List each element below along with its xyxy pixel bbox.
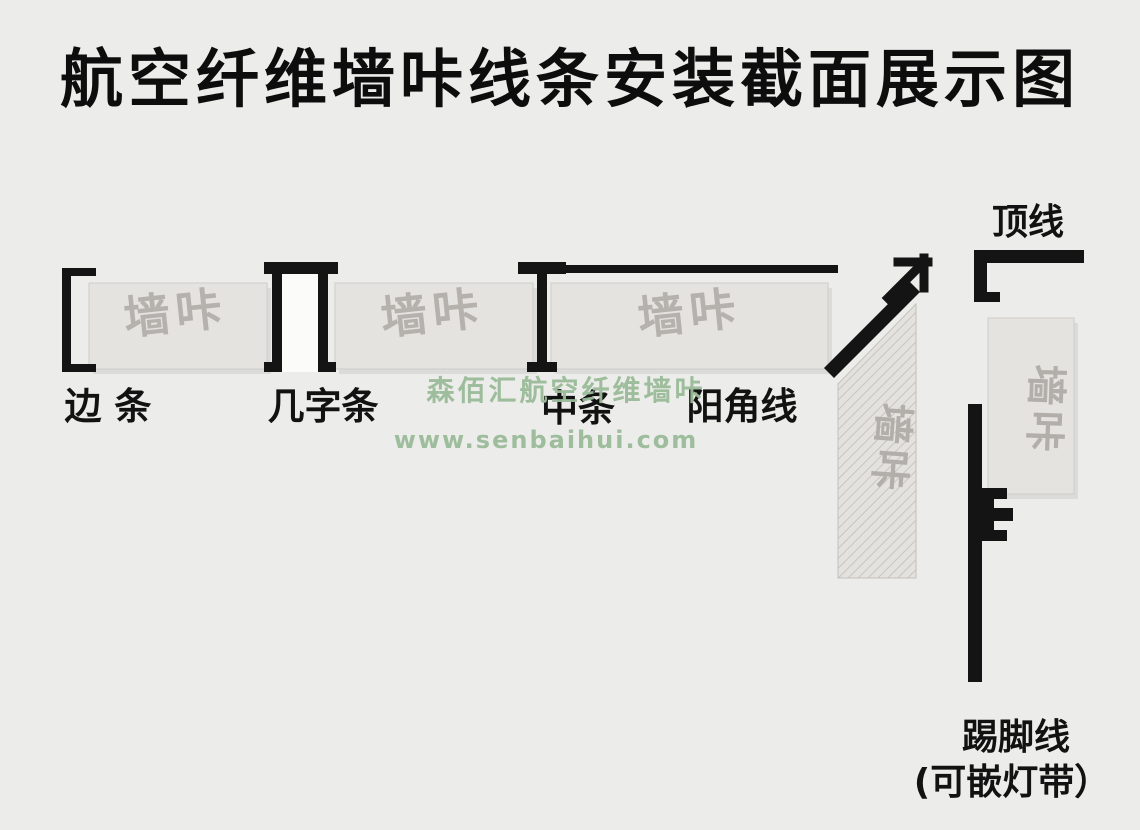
wall-top-line xyxy=(551,265,838,273)
watermark-brand-text: 森佰汇航空纤维墙咔 xyxy=(426,374,705,407)
corner-arrow-icon xyxy=(881,253,933,305)
label-edge-strip: 边 条 xyxy=(65,385,152,428)
wall-panel-2: 墙咔 xyxy=(334,281,534,370)
wall-vertical-line xyxy=(968,404,982,682)
label-middle-strip: 中条 xyxy=(541,387,615,430)
edge-strip-profile xyxy=(62,268,96,372)
page-title: 航空纤维墙咔线条安装截面展示图 xyxy=(60,43,1080,116)
label-baseboard: 踢脚线 xyxy=(962,717,1070,758)
jizi-strip-profile xyxy=(264,262,338,372)
wall-panel-1: 墙咔 xyxy=(88,281,268,370)
corner-trim-profile xyxy=(824,253,933,378)
jizi-gap xyxy=(282,274,318,372)
panel-watermark-text: 墙咔 xyxy=(378,281,487,346)
panel-watermark-text: 墙咔 xyxy=(864,401,918,496)
watermark-website-text: www.senbaihui.com xyxy=(394,426,699,454)
label-crown: 顶线 xyxy=(992,202,1064,243)
panel-watermark-text: 墙咔 xyxy=(121,281,230,346)
label-baseboard-note: (可嵌灯带） xyxy=(914,762,1110,803)
corner-return-panel: 墙咔 xyxy=(837,302,918,579)
label-outer-corner: 阳角线 xyxy=(687,385,798,428)
baseboard-profile xyxy=(982,488,1013,541)
middle-strip-profile xyxy=(518,262,566,372)
crown-profile xyxy=(974,250,1084,302)
panel-watermark-text: 墙咔 xyxy=(1019,364,1070,458)
wall-panel-3: 墙咔 xyxy=(550,281,829,370)
label-jizi-strip: 几字条 xyxy=(268,385,379,428)
wall-panel-vertical: 墙咔 xyxy=(987,317,1078,499)
site-watermark: 森佰汇航空纤维墙咔 www.senbaihui.com xyxy=(394,374,705,454)
panel-watermark-text: 墙咔 xyxy=(635,281,744,346)
